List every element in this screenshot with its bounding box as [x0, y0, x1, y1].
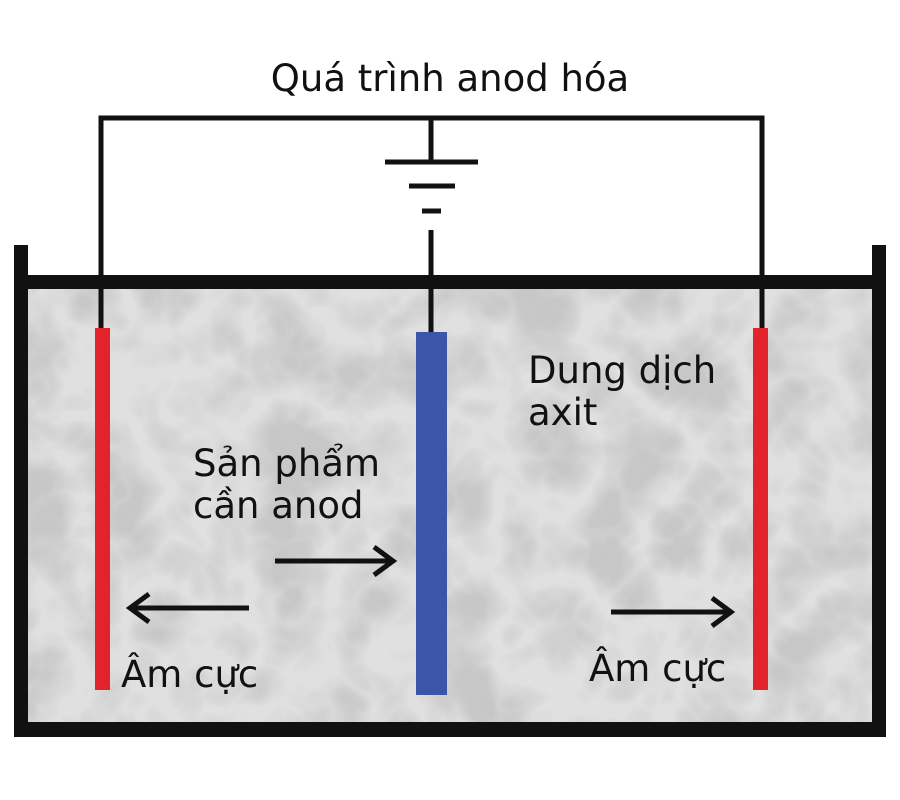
anode-product: [416, 332, 447, 695]
product-label-line1: Sản phẩm: [193, 442, 381, 485]
tank: [14, 245, 886, 737]
acid-solution-label-line2: axit: [528, 391, 598, 434]
cathode-left-label: Âm cực: [121, 653, 259, 696]
arrow-to-cathode-right: [611, 595, 736, 629]
battery-symbol-icon: [385, 159, 478, 214]
acid-solution-label: Dung dịch axit: [528, 350, 716, 434]
cathode-right-label: Âm cực: [589, 647, 727, 690]
diagram-title: Quá trình anod hóa: [270, 57, 630, 100]
arrow-to-anode: [275, 544, 398, 578]
circuit-wires: [98, 115, 765, 332]
arrow-to-cathode-left: [125, 591, 249, 625]
product-label: Sản phẩm cần anod: [193, 443, 380, 527]
cathode-left: [95, 328, 110, 690]
cathode-right: [753, 328, 768, 690]
acid-solution-label-line1: Dung dịch: [528, 349, 717, 392]
product-label-line2: cần anod: [193, 484, 364, 527]
acid-solution: [27, 288, 873, 722]
